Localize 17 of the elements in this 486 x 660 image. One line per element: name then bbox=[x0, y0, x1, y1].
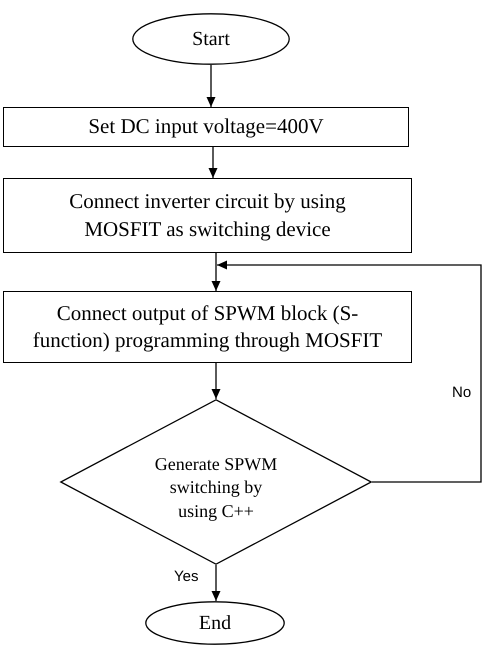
arrow bbox=[212, 363, 220, 399]
arrow bbox=[212, 565, 220, 601]
decision-diamond bbox=[60, 399, 372, 565]
node-label: Set DC input voltage=400V bbox=[88, 113, 324, 140]
node-label: Start bbox=[192, 27, 230, 52]
arrow bbox=[208, 147, 218, 178]
process-box bbox=[3, 291, 412, 363]
process-box bbox=[3, 107, 409, 147]
terminal-ellipse bbox=[145, 601, 285, 645]
node-label: End bbox=[198, 611, 232, 636]
arrow bbox=[206, 65, 216, 107]
node-label: Connect inverter circuit by using MOSFIT as switching device bbox=[68, 188, 347, 242]
terminal-ellipse bbox=[132, 13, 290, 65]
process-box bbox=[3, 178, 412, 253]
node-label: Connect output of SPWM block (S-function) programming through MOSFIT bbox=[32, 300, 384, 354]
arrow bbox=[217, 260, 482, 483]
node-label: Generate SPWM switching by using C++ bbox=[154, 452, 278, 523]
